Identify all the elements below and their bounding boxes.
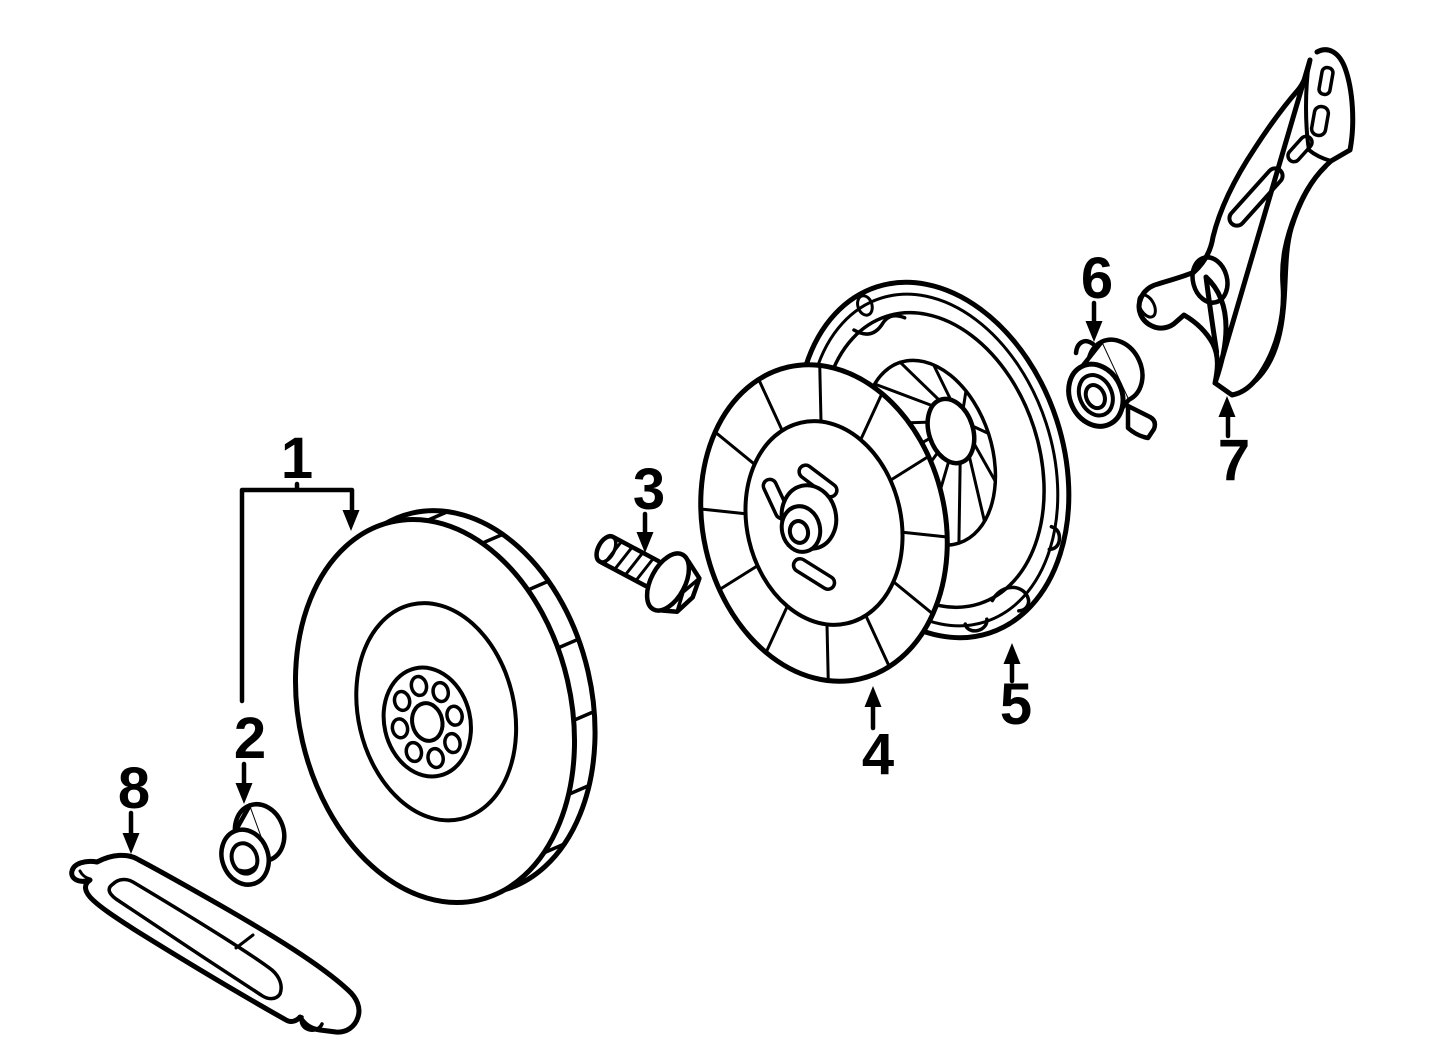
cover-bracket-illustration <box>69 852 362 1035</box>
callout-1: 1 <box>239 426 360 704</box>
callout-3-label: 3 <box>633 457 665 522</box>
friction-segment-lines <box>699 363 949 683</box>
callout-7-arrowhead <box>1218 396 1236 417</box>
callout-6-label: 6 <box>1081 246 1113 311</box>
pilot-bushing-illustration <box>219 802 287 887</box>
callout-3-arrowhead <box>636 532 654 553</box>
callout-1-label: 1 <box>281 426 313 491</box>
callout-4-arrowhead <box>864 686 882 707</box>
callout-2-arrowhead <box>235 783 253 804</box>
callout-8-label: 8 <box>118 756 150 821</box>
flywheel-hub <box>381 665 473 779</box>
callout-5-label: 5 <box>1000 672 1032 737</box>
callout-3: 3 <box>633 457 665 553</box>
callout-8-arrowhead <box>122 833 140 854</box>
ring-gear-segments <box>378 509 596 894</box>
callout-6-arrowhead <box>1085 321 1103 342</box>
callout-5-arrowhead <box>1003 643 1021 664</box>
callout-1-leader <box>239 481 355 704</box>
callout-7: 7 <box>1218 396 1250 493</box>
callout-8: 8 <box>118 756 150 854</box>
release-bearing-illustration <box>1066 337 1158 441</box>
flywheel-bolt-illustration <box>594 534 702 615</box>
clutch-disc-illustration <box>698 362 950 684</box>
callout-1-arrowhead <box>342 510 360 531</box>
callout-4: 4 <box>862 686 894 787</box>
callout-4-label: 4 <box>862 722 894 787</box>
callout-2: 2 <box>234 706 266 804</box>
callout-2-label: 2 <box>234 706 266 771</box>
callout-7-label: 7 <box>1218 428 1250 493</box>
release-fork-illustration <box>1136 47 1356 398</box>
flywheel-illustration <box>292 508 598 905</box>
callout-5: 5 <box>1000 643 1032 737</box>
callout-6: 6 <box>1081 246 1113 342</box>
